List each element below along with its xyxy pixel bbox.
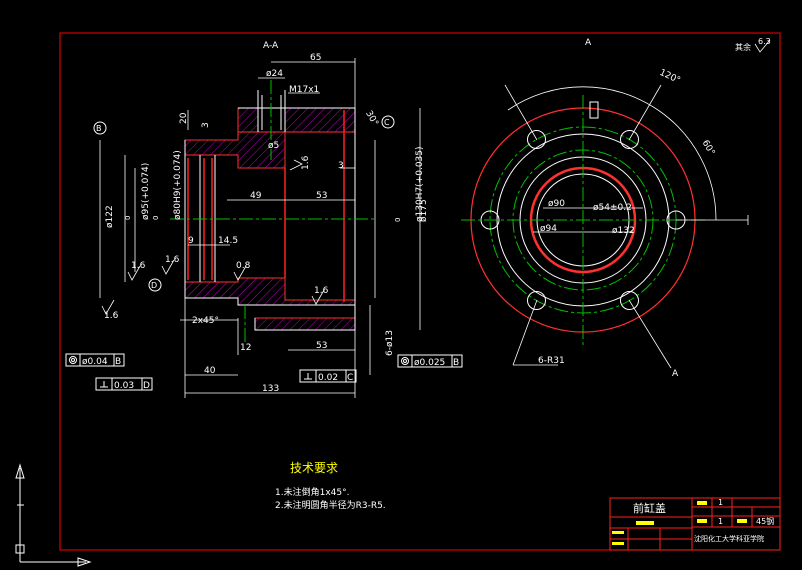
dim-d130: ø130H7(+0.035) [415, 146, 425, 222]
dim-40: 40 [204, 366, 216, 376]
svg-text:D: D [151, 281, 157, 290]
svg-text:B: B [453, 358, 459, 368]
tolerance-frame-2: 0.03 D [95, 377, 153, 391]
dim-d80-low: 0 [152, 216, 160, 220]
dim-d94: ø94 [540, 224, 557, 234]
dim-9: 9 [188, 236, 194, 246]
dim-65: 65 [310, 53, 321, 63]
dim-120deg: 120° [658, 68, 682, 86]
dim-3b: 3 [338, 161, 344, 171]
dim-d122: ø122 [105, 205, 115, 228]
dim-53b: 53 [316, 341, 327, 351]
requirements-title: 技术要求 [290, 461, 338, 475]
dim-d90: ø90 [548, 199, 565, 209]
dim-3a: 3 [201, 122, 211, 128]
svg-text:C: C [347, 373, 353, 383]
svg-text:ø0.04: ø0.04 [82, 357, 108, 367]
dim-d95: ø95(+0.074) [141, 163, 151, 220]
dim-d24: ø24 [266, 69, 283, 79]
dim-6-r31: 6-R31 [538, 356, 565, 366]
datum-b: B [93, 121, 107, 135]
section-view: A-A 65 ø24 M17x1 20 3 30° ø5 1.6 3 ø122 … [65, 41, 463, 398]
dim-d132: ø132 [612, 226, 635, 236]
end-view-mark-top: A [585, 38, 592, 48]
requirement-item-1: 1.未注倒角1x45°. [275, 486, 349, 498]
svg-text:D: D [143, 381, 150, 391]
part-name: 前缸盖 [633, 501, 666, 515]
dim-49: 49 [250, 191, 262, 201]
rough-16a: 1.6 [131, 261, 146, 271]
rough-18: 1.6 [301, 155, 311, 170]
dim-12: 12 [240, 343, 251, 353]
svg-text:C: C [384, 118, 390, 127]
part-scale: 1 [718, 517, 723, 526]
dim-d54: ø54±0.2 [593, 203, 632, 213]
dim-20: 20 [179, 112, 189, 124]
tolerance-frame-3: 0.02 C [299, 369, 357, 383]
end-view-mark-bottom: A [672, 369, 679, 379]
requirement-item-2: 2.未注明圆角半径为R3-R5. [275, 499, 386, 511]
dim-d95-low: 0 [124, 216, 132, 220]
dim-d130-low: 0 [394, 218, 402, 222]
tolerance-frame-4: ø0.025 B [397, 354, 463, 368]
dim-133: 133 [262, 384, 279, 394]
dim-53a: 53 [316, 191, 327, 201]
svg-text:0.02: 0.02 [318, 373, 338, 383]
ucs-icon [15, 463, 92, 567]
dim-60deg: 60° [700, 139, 717, 158]
dim-d80: ø80H9(+0.074) [173, 150, 183, 220]
school-name: 沈阳化工大学科亚学院 [694, 534, 764, 543]
hatch-upper [184, 107, 356, 169]
dim-6-d13: 6-ø13 [385, 330, 395, 356]
svg-text:0.03: 0.03 [114, 381, 134, 391]
part-qty: 1 [718, 498, 723, 507]
dim-d175: ø175 [419, 199, 429, 222]
title-block: 前缸盖 1 1 45钢 沈阳化工大学科亚学院 [609, 497, 781, 551]
svg-text:6.3: 6.3 [758, 37, 771, 46]
rough-08: 0.8 [236, 261, 251, 271]
rough-16b: 1.6 [165, 255, 180, 265]
roughness-rest: 其余 6.3 [735, 37, 771, 53]
dim-m17: M17x1 [289, 85, 319, 95]
svg-text:其余: 其余 [735, 42, 751, 52]
dim-30deg: 30° [363, 109, 380, 128]
dim-d5: ø5 [268, 141, 279, 151]
tolerance-frame-1: ø0.04 B [65, 353, 125, 367]
rough-16d: 1.6 [104, 311, 119, 321]
rough-16c: 1.6 [314, 286, 329, 296]
section-label: A-A [263, 41, 279, 51]
datum-c: C [381, 115, 395, 129]
svg-text:B: B [96, 124, 102, 133]
svg-text:B: B [115, 357, 121, 367]
svg-text:ø0.025: ø0.025 [414, 358, 445, 368]
datum-d: D [148, 278, 162, 292]
part-material: 45钢 [756, 516, 774, 526]
dim-14-5: 14.5 [218, 236, 238, 246]
dim-chamfer: 2x45° [192, 316, 219, 326]
drawing-frame [59, 32, 781, 551]
end-view [461, 84, 749, 369]
